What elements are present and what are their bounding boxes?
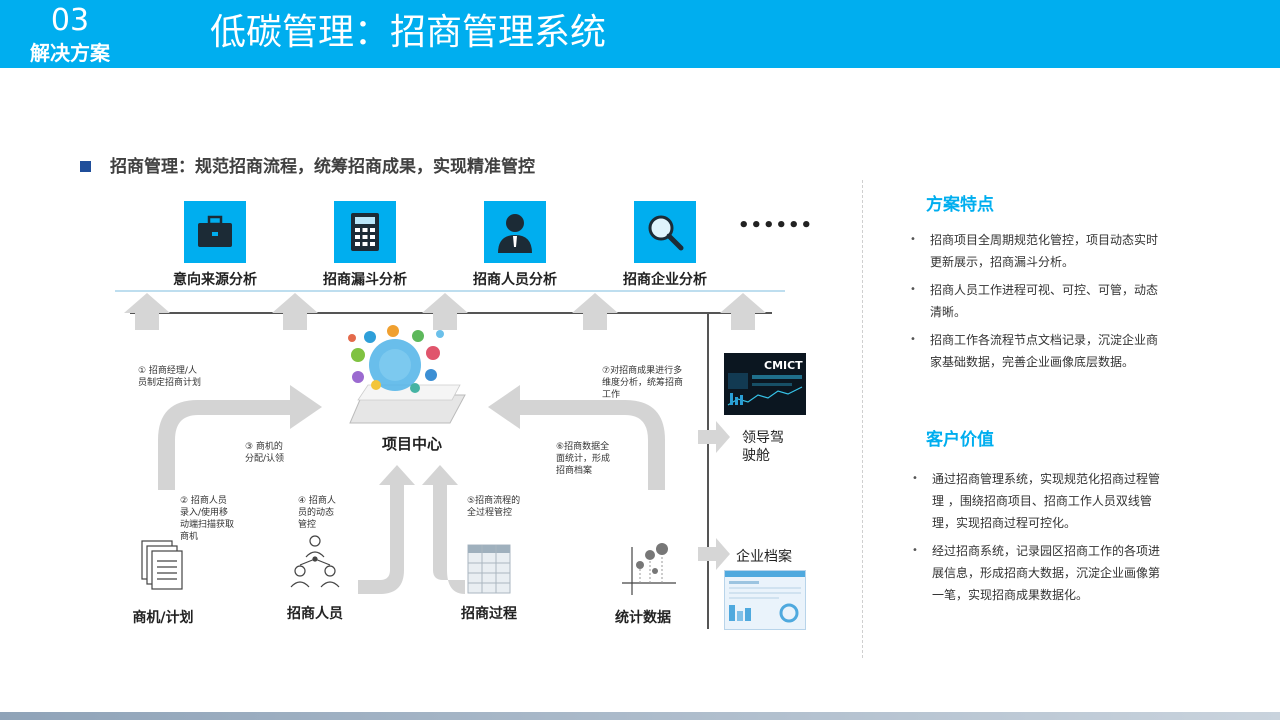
archive-thumbnail: [724, 570, 806, 630]
hub-graphic: [348, 325, 466, 424]
list-item: 招商项目全周期规范化管控，项目动态实时更新展示，招商漏斗分析。: [910, 229, 1160, 273]
note-step-1: ① 招商经理/人 员制定招商计划: [138, 366, 202, 388]
person-icon: [484, 201, 546, 263]
note-step-5: ⑤招商流程的 全过程管控: [467, 496, 521, 518]
up-arrow: [272, 293, 318, 330]
list-item: 招商人员工作进程可视、可控、可管，动态清晰。: [910, 279, 1160, 323]
center-up-arrow-right: [422, 465, 465, 594]
up-arrow: [572, 293, 618, 330]
up-arrow: [422, 293, 468, 330]
magnifier-icon: [634, 201, 696, 263]
calculator-icon: [334, 201, 396, 263]
people-network-icon: [290, 535, 340, 588]
top-label-source: 意向来源分析: [173, 272, 257, 288]
right-curved-arrow: [488, 385, 665, 490]
process-grid-icon: [467, 544, 511, 594]
note-step-2: ② 招商人员 录入/使用移 动端扫描获取 商机: [180, 496, 235, 542]
footer-bar: [0, 712, 1280, 720]
flow-diagram: 意向来源分析 招商漏斗分析 招商人员分析 招商企业分析 •••••• ① 招商经…: [100, 185, 820, 635]
bottom-label-leads: 商机/计划: [132, 610, 194, 626]
scatter-chart-icon: [622, 543, 676, 595]
left-curved-arrow: [158, 385, 322, 490]
features-list: 招商项目全周期规范化管控，项目动态实时更新展示，招商漏斗分析。 招商人员工作进程…: [910, 229, 1160, 379]
list-item: 经过招商系统，记录园区招商工作的各项进展信息，形成招商大数据，沉淀企业画像第一笔…: [912, 540, 1162, 606]
bottom-label-stats: 统计数据: [615, 610, 671, 626]
bottom-label-process: 招商过程: [461, 606, 517, 622]
subtitle: 招商管理：规范招商流程，统筹招商成果，实现精准管控: [110, 157, 535, 177]
top-label-funnel: 招商漏斗分析: [323, 272, 407, 288]
right-arrow-archive: [698, 538, 730, 570]
note-step-6: ⑥招商数据全 面统计，形成 招商档案: [556, 442, 611, 476]
value-heading: 客户价值: [926, 430, 994, 450]
up-arrow: [720, 293, 766, 330]
archive-label: 企业档案: [736, 549, 792, 565]
briefcase-icon: [184, 201, 246, 263]
top-label-staff: 招商人员分析: [473, 272, 557, 288]
list-item: 通过招商管理系统，实现规范化招商过程管理 ，围绕招商项目、招商工作人员双线管理，…: [912, 468, 1162, 534]
documents-icon: [141, 540, 183, 590]
panel-divider: [862, 180, 863, 658]
note-step-3: ③ 商机的 分配/认领: [245, 442, 285, 464]
page-title: 低碳管理：招商管理系统: [210, 12, 607, 53]
subtitle-bullet: [80, 161, 91, 172]
up-arrows: [124, 293, 766, 330]
dashboard-brand: CMICT: [764, 359, 803, 372]
features-heading: 方案特点: [926, 195, 994, 215]
diagram-connectors: [115, 290, 785, 629]
more-indicator: ••••••: [738, 215, 814, 236]
up-arrow: [124, 293, 170, 330]
top-label-enterprise: 招商企业分析: [623, 272, 707, 288]
cockpit-label: 领导驾 驶舱: [742, 430, 784, 464]
list-item: 招商工作各流程节点文档记录，沉淀企业商家基础数据，完善企业画像底层数据。: [910, 329, 1160, 373]
right-arrow-cockpit: [698, 421, 730, 453]
center-up-arrow-left: [358, 465, 415, 594]
note-step-4: ④ 招商人 员的动态 管控: [298, 496, 336, 530]
cockpit-thumbnail: CMICT: [724, 353, 806, 415]
bottom-label-staff: 招商人员: [287, 606, 343, 622]
note-step-7: ⑦对招商成果进行多 维度分析，统筹招商 工作: [602, 366, 684, 400]
section-number: 03: [50, 3, 90, 38]
project-center-label: 项目中心: [381, 435, 442, 453]
section-name: 解决方案: [30, 41, 110, 65]
value-list: 通过招商管理系统，实现规范化招商过程管理 ，围绕招商项目、招商工作人员双线管理，…: [912, 468, 1162, 612]
header-bar: 03 解决方案 低碳管理：招商管理系统: [0, 0, 1280, 68]
